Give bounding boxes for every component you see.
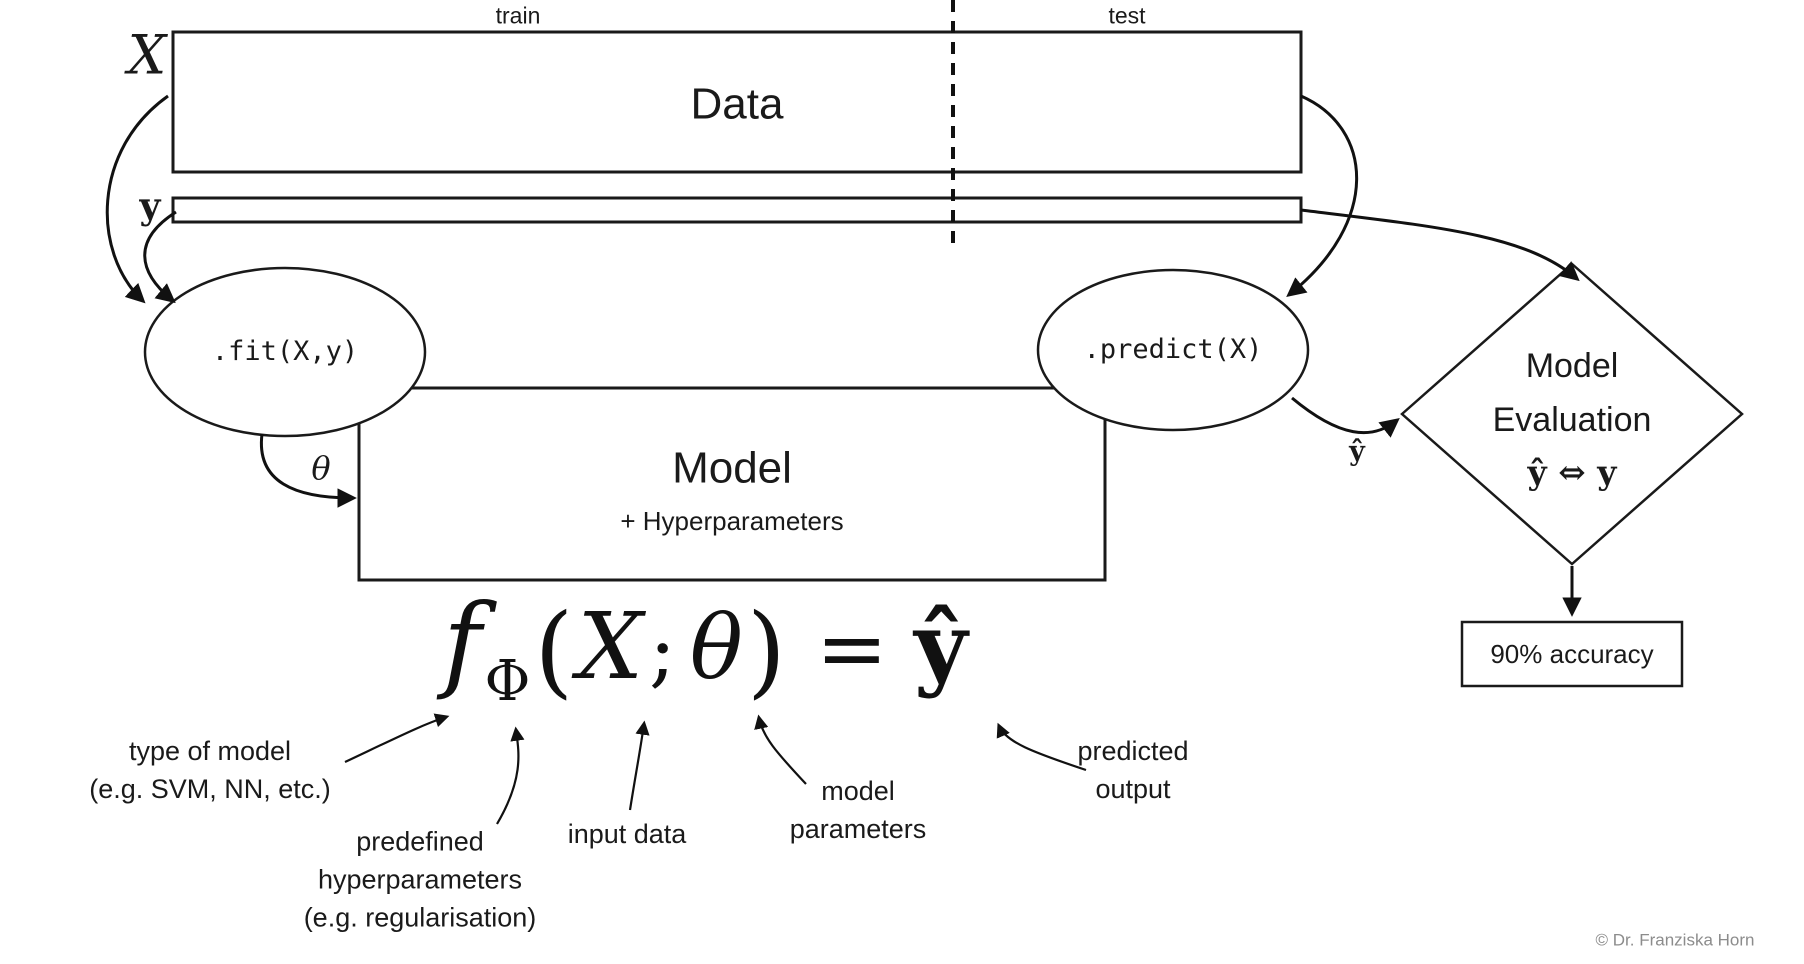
annotation-input-data-line1: input data	[567, 819, 687, 850]
annotation-type-of-model-line1: type of model	[128, 736, 292, 767]
credit-text: © Dr. Franziska Horn	[1595, 930, 1755, 950]
annotation-predicted-output-line2: output	[1095, 774, 1171, 804]
formula: f Φ ( X ; θ ) = ŷ	[443, 581, 968, 710]
formula-theta: θ	[689, 596, 743, 699]
accuracy-box	[1460, 620, 1684, 688]
data-box-title: Data	[690, 79, 784, 129]
model-box-title: Model	[672, 443, 792, 493]
theta-arrow-label: θ	[311, 449, 331, 487]
formula-f: f	[443, 581, 482, 703]
formula-semi: ;	[648, 604, 676, 697]
evaluation-title-line2: Evaluation	[1492, 400, 1652, 439]
annotation-hyperparameters: predefined hyperparameters (e.g. regular…	[304, 823, 537, 936]
model-box-subtitle: + Hyperparameters	[620, 505, 844, 536]
arrow-data-to-predict	[1286, 94, 1359, 298]
formula-phi: Φ	[484, 649, 531, 714]
formula-close: )	[746, 592, 786, 709]
arrow-predicted-output	[996, 722, 1087, 772]
arrow-hyperparameters	[496, 726, 525, 825]
annotation-model-parameters-line2: parameters	[789, 814, 927, 844]
arrow-model-parameters	[754, 714, 807, 785]
arrow-x-to-fit	[105, 94, 169, 304]
evaluation-title-line1: Model	[1525, 346, 1619, 385]
predict-ellipse	[1036, 268, 1310, 432]
annotation-model-parameters: model parameters	[790, 773, 927, 849]
annotation-type-of-model: type of model (e.g. SVM, NN, etc.)	[89, 733, 331, 809]
formula-open: (	[534, 592, 574, 709]
evaluation-diamond	[1400, 262, 1744, 566]
arrow-y-to-fit	[143, 210, 177, 304]
arrow-input-data	[628, 720, 650, 811]
train-label: train	[495, 2, 541, 29]
formula-x: X	[577, 593, 643, 700]
accuracy-label: 90% accuracy	[1490, 638, 1654, 669]
arrow-theta-to-model	[259, 433, 357, 508]
predict-label: .predict(X)	[1083, 334, 1263, 366]
x-variable-label: X	[127, 23, 167, 87]
annotation-hyperparameters-line2: hyperparameters	[317, 864, 523, 895]
fit-ellipse	[143, 266, 427, 438]
annotation-predicted-output: predicted output	[1077, 733, 1188, 809]
test-label: test	[1108, 2, 1146, 29]
y-row	[171, 196, 1303, 224]
annotation-hyperparameters-line3: (e.g. regularisation)	[303, 901, 537, 932]
yhat-arrow-label: ŷ	[1349, 436, 1365, 468]
annotation-hyperparameters-line1: predefined	[356, 826, 484, 857]
annotation-model-parameters-line1: model	[821, 776, 895, 807]
data-box	[171, 30, 1303, 174]
arrow-type-of-model	[344, 713, 450, 763]
fit-label: .fit(X,y)	[211, 336, 359, 368]
annotation-predicted-output-line1: predicted	[1077, 736, 1189, 767]
formula-equals: =	[815, 599, 888, 699]
y-variable-label: y	[139, 185, 161, 228]
annotation-type-of-model-line2: (e.g. SVM, NN, etc.)	[89, 774, 331, 804]
model-box	[357, 386, 1107, 582]
arrow-predict-to-evaluation	[1291, 396, 1400, 438]
formula-yhat: ŷ	[913, 592, 968, 700]
evaluation-math-line: ŷ ⇔ y	[1527, 452, 1617, 492]
annotation-input-data: input data	[568, 816, 687, 854]
arrow-y-to-evaluation	[1300, 208, 1580, 282]
